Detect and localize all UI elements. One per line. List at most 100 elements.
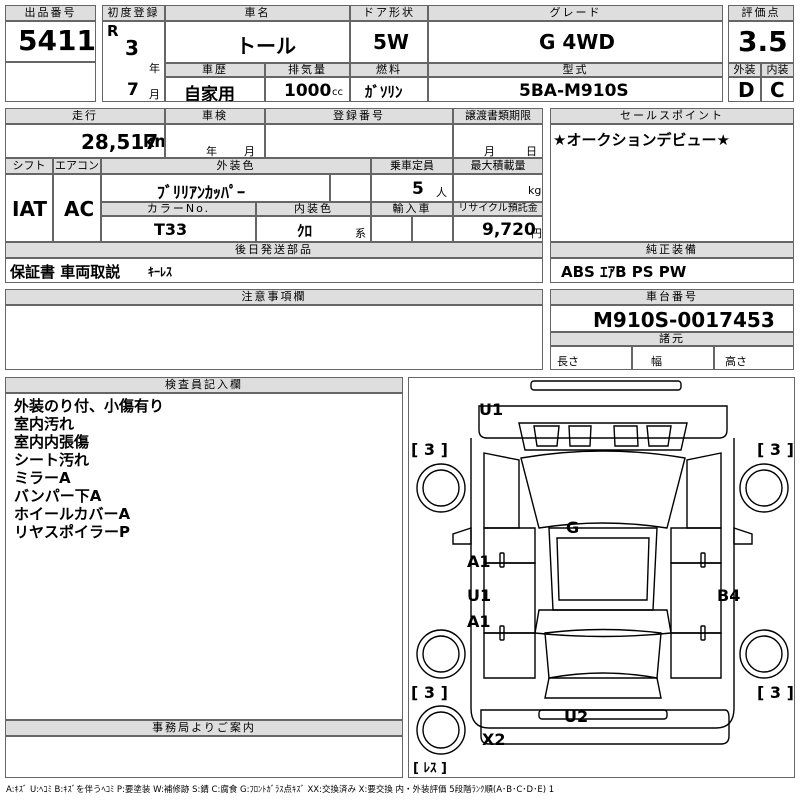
interior-score-cell: C (761, 77, 794, 102)
caution-cell (5, 305, 543, 370)
tire-front-left-tread: [ 3 ] (411, 440, 448, 459)
import-cell-a (371, 216, 412, 242)
capacity-unit: 人 (436, 186, 447, 199)
int-color-header: 内装色 (256, 202, 371, 216)
ext-color-header: 外装色 (101, 158, 371, 174)
fuel-cell: ｶﾞｿﾘﾝ (350, 77, 428, 102)
spec-length-cell: 長さ (550, 346, 632, 370)
grade-header: グレード (428, 5, 723, 21)
history-header: 車歴 (165, 63, 265, 77)
inspector-header: 検査員記入欄 (5, 377, 403, 393)
vehicle-diagram-panel: U1 G A1 U1 A1 B4 U2 X2 [ 3 ] [ 3 ] [ 3 ]… (408, 377, 795, 778)
mileage-header: 走行 (5, 108, 165, 124)
capacity-cell: 5 人 (371, 174, 453, 202)
chassis-no-value: M910S-0017453 (593, 308, 775, 332)
sales-point-header: セールスポイント (550, 108, 794, 124)
insp-month-unit: 月 (244, 145, 255, 158)
door-header: ドア形状 (350, 5, 428, 21)
history-cell: 自家用 (165, 77, 265, 102)
exterior-score-value: D (738, 78, 755, 102)
car-name-cell: トール (165, 21, 350, 63)
specs-header: 諸元 (550, 332, 794, 346)
inspector-note: リヤスポイラーP (14, 523, 130, 541)
first-reg-cell: R 3 年 7 月 (102, 21, 165, 102)
exterior-header: 外装 (728, 63, 761, 77)
km-unit: km (143, 132, 164, 152)
inspector-note: 室内内張傷 (14, 433, 90, 451)
aircon-cell: AC (53, 174, 101, 242)
chassis-no-header: 車台番号 (550, 289, 794, 305)
mark-x2-bumper: X2 (482, 730, 506, 749)
later-parts-cell: 保証書 車両取説 ｷｰﾚｽ (5, 258, 543, 283)
kg-unit: kg (528, 184, 542, 197)
mark-g-windshield: G (566, 518, 580, 537)
spare-tire-label: [ ﾚｽ ] (413, 761, 447, 776)
insp-year-unit: 年 (206, 145, 217, 158)
office-cell (5, 736, 403, 778)
interior-score-value: C (770, 78, 785, 102)
max-load-cell: kg (453, 174, 543, 202)
door-cell: 5W (350, 21, 428, 63)
tire-front-right-tread: [ 3 ] (757, 440, 794, 459)
import-header: 輸入車 (371, 202, 453, 216)
spec-width-cell: 幅 (632, 346, 714, 370)
ext-color-extra-cell (330, 174, 371, 202)
interior-header: 内装 (761, 63, 794, 77)
model-header: 型式 (428, 63, 723, 77)
chassis-no-cell: M910S-0017453 (550, 305, 794, 332)
ext-color-cell: ﾌﾞﾘﾘｱﾝｶｯﾊﾟｰ (101, 174, 330, 202)
color-no-cell: T33 (101, 216, 256, 242)
inspection-cell: 年 月 (165, 124, 265, 158)
reg-month-value: 7 (127, 80, 139, 100)
later-parts-main: 保証書 車両取説 (10, 263, 121, 281)
displacement-header: 排気量 (265, 63, 350, 77)
reg-no-header: 登録番号 (265, 108, 453, 124)
car-name-value: トール (236, 34, 296, 58)
inspector-note: 室内汚れ (14, 415, 75, 433)
lot-no-cell: 5411 (5, 21, 96, 62)
inspector-note: 外装のり付、小傷有り (14, 397, 165, 415)
max-load-header: 最大積載量 (453, 158, 543, 174)
capacity-value: 5 (412, 179, 424, 199)
int-color-value: ｸﾛ (297, 222, 313, 240)
shift-header: シフト (5, 158, 53, 174)
fuel-header: 燃料 (350, 63, 428, 77)
reg-no-cell (265, 124, 453, 158)
color-no-value: T33 (154, 220, 188, 239)
grade-value: G 4WD (539, 30, 615, 54)
spec-length-label: 長さ (557, 355, 579, 368)
first-reg-header: 初度登録 (102, 5, 165, 21)
inspection-header: 車検 (165, 108, 265, 124)
mark-a1-front-door: A1 (467, 552, 491, 571)
lot-no-blank (5, 62, 96, 102)
mark-b4-right-rear: B4 (717, 586, 741, 605)
recycle-header: リサイクル預託金 (453, 202, 543, 216)
inspector-cell: 外装のり付、小傷有り 室内汚れ 室内内張傷 シート汚れ ミラーA バンパー下A … (5, 393, 403, 720)
deadline-header: 譲渡書類期限 (453, 108, 543, 124)
door-value: 5W (373, 30, 409, 54)
spec-height-cell: 高さ (714, 346, 794, 370)
era-value: R (107, 22, 119, 40)
car-name-header: 車名 (165, 5, 350, 21)
int-color-cell: ｸﾛ 系 (256, 216, 371, 242)
model-value: 5BA-M910S (519, 81, 629, 101)
mark-u1-front: U1 (479, 400, 504, 419)
shift-cell: IAT (5, 174, 53, 242)
spec-height-label: 高さ (725, 355, 747, 368)
sales-point-cell: ★オークションデビュー★ (550, 124, 794, 242)
score-header: 評価点 (728, 5, 794, 21)
recycle-cell: 9,720 円 (453, 216, 543, 242)
car-diagram-drawing (416, 380, 789, 755)
yen-unit: 円 (531, 227, 542, 240)
aircon-value: AC (64, 197, 95, 221)
office-header: 事務局よりご案内 (5, 720, 403, 736)
spec-width-label: 幅 (651, 355, 662, 368)
mark-u2-rear: U2 (564, 707, 589, 726)
year-unit: 年 (149, 62, 160, 75)
deadline-cell: 月 日 (453, 124, 543, 158)
cc-unit: cc (332, 87, 343, 98)
caution-header: 注意事項欄 (5, 289, 543, 305)
tire-rear-left-tread: [ 3 ] (411, 683, 448, 702)
aircon-header: エアコン (53, 158, 101, 174)
deadline-day-unit: 日 (526, 145, 537, 158)
